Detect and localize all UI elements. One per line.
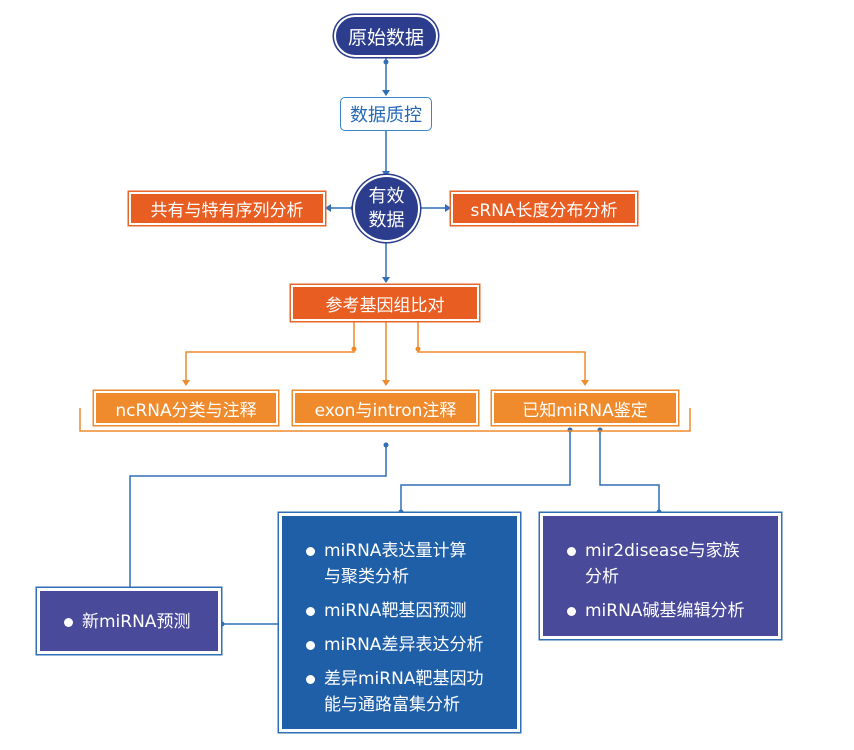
common-specific-node: 共有与特有序列分析: [131, 194, 323, 223]
purple-item-2: miRNA碱基编辑分析: [567, 598, 766, 624]
bullet-icon: [64, 618, 73, 627]
ncrna-annotation-label: ncRNA分类与注释: [115, 400, 257, 421]
blue-item-4: 差异miRNA靶基因功能与通路富集分析: [306, 666, 505, 718]
novel-mirna-panel: 新miRNA预测: [40, 591, 218, 651]
exon-intron-node: exon与intron注释: [295, 393, 476, 423]
qc-label: 数据质控: [350, 105, 422, 126]
bullet-icon: [306, 641, 315, 650]
expression-analysis-panel: miRNA表达量计算与聚类分析 miRNA靶基因预测 miRNA差异表达分析 差…: [282, 516, 517, 729]
raw-data-label: 原始数据: [347, 26, 424, 49]
bullet-icon: [306, 675, 315, 684]
bullet-icon: [306, 547, 315, 556]
line-to-purple-panel: [599, 430, 660, 512]
genome-alignment-node: 参考基因组比对: [293, 287, 477, 319]
bullet-icon: [567, 547, 576, 556]
annotation-bracket: [79, 408, 691, 432]
valid-data-line1: 有效: [368, 185, 405, 207]
genome-alignment-label: 参考基因组比对: [325, 295, 445, 316]
length-distribution-node: sRNA长度分布分析: [453, 194, 635, 223]
valid-data-node: 有效 数据: [355, 177, 418, 240]
novel-mirna-item: 新miRNA预测: [64, 609, 218, 635]
valid-data-line2: 数据: [368, 209, 405, 231]
line-align-to-ncrna: [185, 322, 355, 385]
exon-intron-label: exon与intron注释: [314, 400, 457, 421]
raw-data-node: 原始数据: [336, 17, 436, 55]
line-align-to-known: [417, 322, 586, 385]
line-to-blue-panel: [400, 430, 571, 512]
common-specific-label: 共有与特有序列分析: [150, 201, 304, 221]
blue-item-3: miRNA差异表达分析: [306, 632, 505, 658]
bullet-icon: [306, 607, 315, 616]
known-mirna-label: 已知miRNA鉴定: [522, 400, 648, 421]
line-to-novel: [129, 445, 387, 590]
known-mirna-node: 已知miRNA鉴定: [494, 393, 676, 423]
purple-item-1: mir2disease与家族分析: [567, 538, 766, 590]
blue-item-1: miRNA表达量计算与聚类分析: [306, 538, 505, 590]
qc-node: 数据质控: [340, 97, 432, 131]
ncrna-annotation-node: ncRNA分类与注释: [96, 393, 276, 423]
length-distribution-label: sRNA长度分布分析: [470, 201, 618, 221]
bullet-icon: [567, 607, 576, 616]
blue-item-2: miRNA靶基因预测: [306, 598, 505, 624]
disease-editing-panel: mir2disease与家族分析 miRNA碱基编辑分析: [543, 516, 778, 636]
